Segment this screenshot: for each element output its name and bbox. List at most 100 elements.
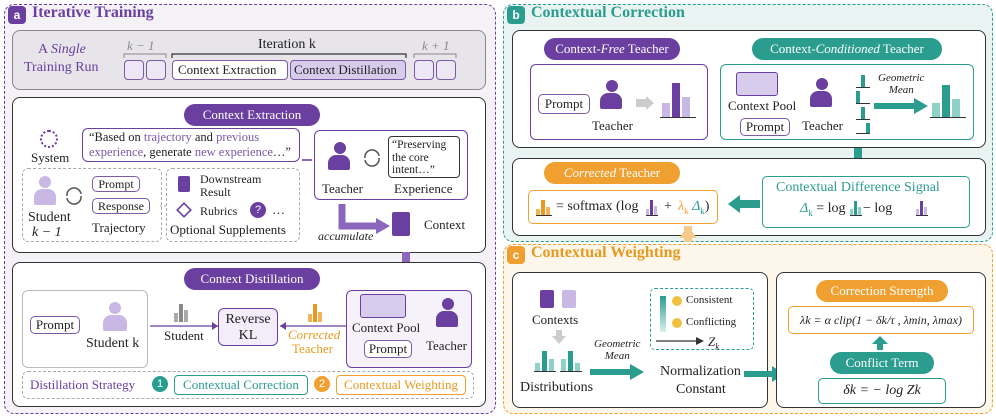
student-k-label-2: Student k bbox=[86, 336, 140, 351]
teacher-label-2: Teacher bbox=[426, 338, 467, 353]
c-right-arrow bbox=[744, 366, 784, 382]
system-label: System bbox=[31, 150, 70, 165]
context-icon bbox=[392, 212, 410, 236]
correction-strength-title: Correction Strength bbox=[816, 280, 948, 302]
consistent-label: Consistent bbox=[686, 294, 733, 306]
free-teacher-icon bbox=[598, 80, 624, 112]
difference-signal-box bbox=[762, 176, 970, 228]
response-tag: Response bbox=[92, 198, 150, 214]
zk-label: Zk bbox=[708, 334, 720, 352]
panel-a-title: Iterative Training bbox=[32, 4, 154, 21]
normalization-label: Normalization bbox=[660, 364, 741, 379]
system-icon bbox=[40, 130, 58, 148]
conflict-formula-box: δk = − log Zk bbox=[818, 378, 946, 404]
distillation-strategy-label: Distillation Strategy bbox=[30, 377, 136, 392]
cond-prompt-tag: Prompt bbox=[740, 118, 790, 136]
zk-axis bbox=[656, 337, 704, 345]
optional-supplements-box bbox=[166, 168, 300, 242]
c-geo-arrow bbox=[590, 364, 644, 380]
cond-context-pool-label: Context Pool bbox=[728, 98, 797, 113]
cond-teacher-icon bbox=[808, 78, 834, 110]
student-k-label: k − 1 bbox=[32, 225, 62, 240]
conflicting-label: Conflicting bbox=[686, 316, 737, 328]
panel-c-title: Contextual Weighting bbox=[531, 244, 681, 261]
distill-prompt-tag: Prompt bbox=[30, 316, 80, 334]
accumulate-label: accumulate bbox=[318, 229, 374, 243]
trajectory-label: Trajectory bbox=[92, 220, 146, 235]
result-label: Result bbox=[200, 185, 231, 199]
optional-supplements-label: Optional Supplements bbox=[170, 222, 286, 237]
smile-icon bbox=[672, 296, 682, 306]
contexts-label: Contexts bbox=[532, 312, 579, 327]
formula-softmax: = softmax (log bbox=[556, 199, 639, 214]
free-teacher-label: Teacher bbox=[592, 118, 633, 133]
consistency-legend-box bbox=[650, 288, 754, 350]
rubrics-label: Rubrics bbox=[200, 204, 238, 218]
context-extraction-title: Context Extraction bbox=[184, 104, 320, 126]
reverse-kl-box: Reverse KL bbox=[218, 308, 278, 346]
geo-mean-arrow bbox=[874, 98, 928, 114]
iter-cell bbox=[124, 60, 144, 80]
contexts-icon bbox=[540, 290, 576, 310]
cond-teacher-dist-chart bbox=[930, 82, 966, 118]
softmax-formula-box bbox=[528, 190, 718, 224]
strength-formula-box: λk = α clip(1 − δk/τ , λmin, λmax) bbox=[788, 306, 974, 334]
teacher-icon-2 bbox=[434, 298, 460, 330]
prompt-tag: Prompt bbox=[92, 176, 140, 192]
pool-prompt-tag: Prompt bbox=[364, 340, 412, 358]
document-icon bbox=[178, 176, 190, 192]
distillation-strategy-bar bbox=[22, 371, 474, 399]
iter-cell-distillation-label: Context Distillation bbox=[294, 62, 397, 77]
context-pool-label: Context Pool bbox=[352, 320, 421, 335]
context-distillation-title: Context Distillation bbox=[184, 268, 320, 290]
difference-signal-formula: Δk = log − log bbox=[800, 201, 893, 218]
corrected-label: Corrected bbox=[288, 327, 341, 342]
context-conditioned-title: Context-Conditioned Teacher bbox=[752, 38, 942, 60]
difference-signal-title: Contextual Difference Signal bbox=[776, 180, 940, 195]
constant-label: Constant bbox=[676, 382, 726, 397]
diff-teal-chart bbox=[850, 200, 862, 216]
experience-quote: “Preserving the core intent…” bbox=[388, 136, 460, 178]
formula-purple-chart bbox=[646, 198, 658, 216]
cycle-arrows-icon-2 bbox=[364, 149, 380, 167]
context-free-title: Context-Free Teacher bbox=[544, 38, 680, 60]
cond-context-pool-icon bbox=[736, 72, 778, 96]
student-inner-box bbox=[22, 290, 148, 368]
iter-cell-distillation bbox=[290, 60, 406, 80]
student-icon bbox=[34, 176, 56, 206]
student-label: Student bbox=[28, 210, 71, 225]
strategy-1-number: 1 bbox=[152, 376, 168, 392]
student-k-icon bbox=[102, 302, 128, 332]
panel-b-badge: b bbox=[507, 6, 525, 24]
context-conditioned-box bbox=[720, 64, 974, 140]
iter-cell bbox=[146, 60, 166, 80]
conflict-term-title: Conflict Term bbox=[830, 352, 934, 374]
frown-icon bbox=[672, 318, 682, 328]
context-free-box bbox=[530, 64, 708, 140]
more-ellipsis: … bbox=[272, 202, 285, 217]
iteration-prev: k − 1 bbox=[127, 38, 155, 53]
distributions-label: Distributions bbox=[520, 380, 594, 395]
corrected-dist-chart bbox=[308, 302, 326, 322]
context-pool-icon bbox=[360, 294, 406, 318]
strategy-2-number: 2 bbox=[314, 376, 330, 392]
formula-orange-chart bbox=[536, 198, 552, 216]
corrected-teacher-title: Corrected Teacher bbox=[544, 162, 680, 184]
conflict-up-arrow bbox=[872, 336, 888, 350]
strategy-1-box: Contextual Correction bbox=[174, 375, 308, 395]
iter-cell bbox=[436, 60, 456, 80]
contexts-down-arrow bbox=[552, 330, 566, 344]
free-teacher-dist-chart bbox=[660, 80, 696, 118]
panel-a-badge: a bbox=[8, 6, 26, 24]
teacher-icon bbox=[326, 142, 352, 172]
teacher-label: Teacher bbox=[322, 181, 363, 196]
training-run-label-2: Training Run bbox=[24, 60, 99, 75]
consistent-bar bbox=[660, 296, 666, 332]
diff-purple-chart bbox=[916, 200, 928, 216]
